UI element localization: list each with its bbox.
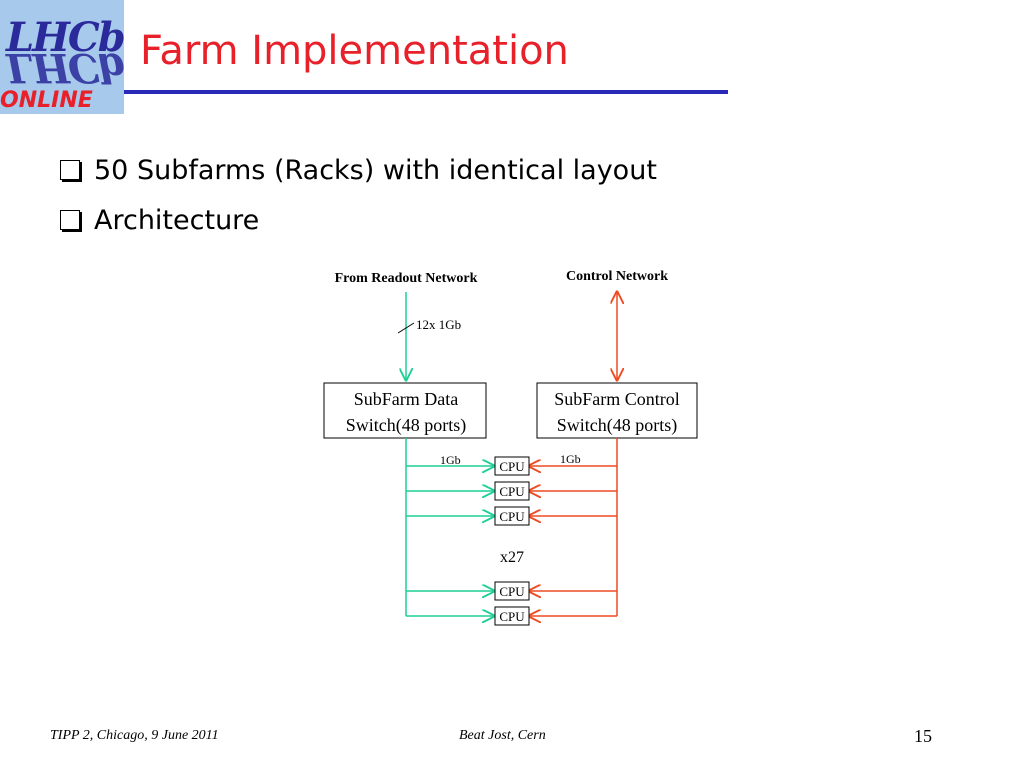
bullet-list: 50 Subfarms (Racks) with identical layou…: [60, 145, 657, 245]
bullet-text: 50 Subfarms (Racks) with identical layou…: [94, 154, 657, 186]
title-underline: [124, 90, 728, 94]
cpu-box: [494, 481, 530, 501]
link-12x-label: 12x 1Gb: [416, 317, 461, 332]
data-switch-box: [323, 382, 487, 439]
from-readout-label: From Readout Network: [335, 271, 478, 286]
link-1gb-right-label: 1Gb: [560, 452, 581, 466]
cpu-label: CPU: [499, 484, 525, 499]
checkbox-bullet-icon: [60, 160, 80, 180]
data-switch-label-line2: Switch(48 ports): [346, 415, 467, 436]
cpu-label: CPU: [499, 509, 525, 524]
cpu-box: [494, 606, 530, 626]
cpu-label: CPU: [499, 609, 525, 624]
cpu-box: [494, 506, 530, 526]
link-slash-mark: [397, 322, 415, 334]
bullet-item-architecture: Architecture: [60, 195, 657, 245]
cpu-multiplier-label: x27: [500, 549, 524, 566]
footer-conference: TIPP 2, Chicago, 9 June 2011: [50, 728, 219, 743]
bullet-item-subfarms: 50 Subfarms (Racks) with identical layou…: [60, 145, 657, 195]
bullet-text: Architecture: [94, 204, 260, 236]
page-number: 15: [914, 726, 932, 746]
control-switch-label-line1: SubFarm Control: [554, 389, 680, 409]
slide-title: Farm Implementation: [140, 28, 569, 74]
cpu-box: [494, 581, 530, 601]
logo-lhcb-text: LHCb: [6, 14, 124, 61]
logo-online-text: ONLINE: [0, 88, 93, 113]
cpu-label: CPU: [499, 584, 525, 599]
control-network-label: Control Network: [566, 269, 668, 284]
lhcb-online-logo: LHCb LHCb ONLINE: [0, 0, 124, 114]
checkbox-bullet-icon: [60, 210, 80, 230]
cpu-label: CPU: [499, 459, 525, 474]
footer-author: Beat Jost, Cern: [459, 728, 546, 743]
link-1gb-left-label: 1Gb: [440, 453, 461, 467]
data-switch-label-line1: SubFarm Data: [354, 389, 458, 409]
cpu-box: [494, 456, 530, 476]
control-switch-box: [536, 382, 698, 439]
control-switch-label-line2: Switch(48 ports): [557, 415, 678, 436]
